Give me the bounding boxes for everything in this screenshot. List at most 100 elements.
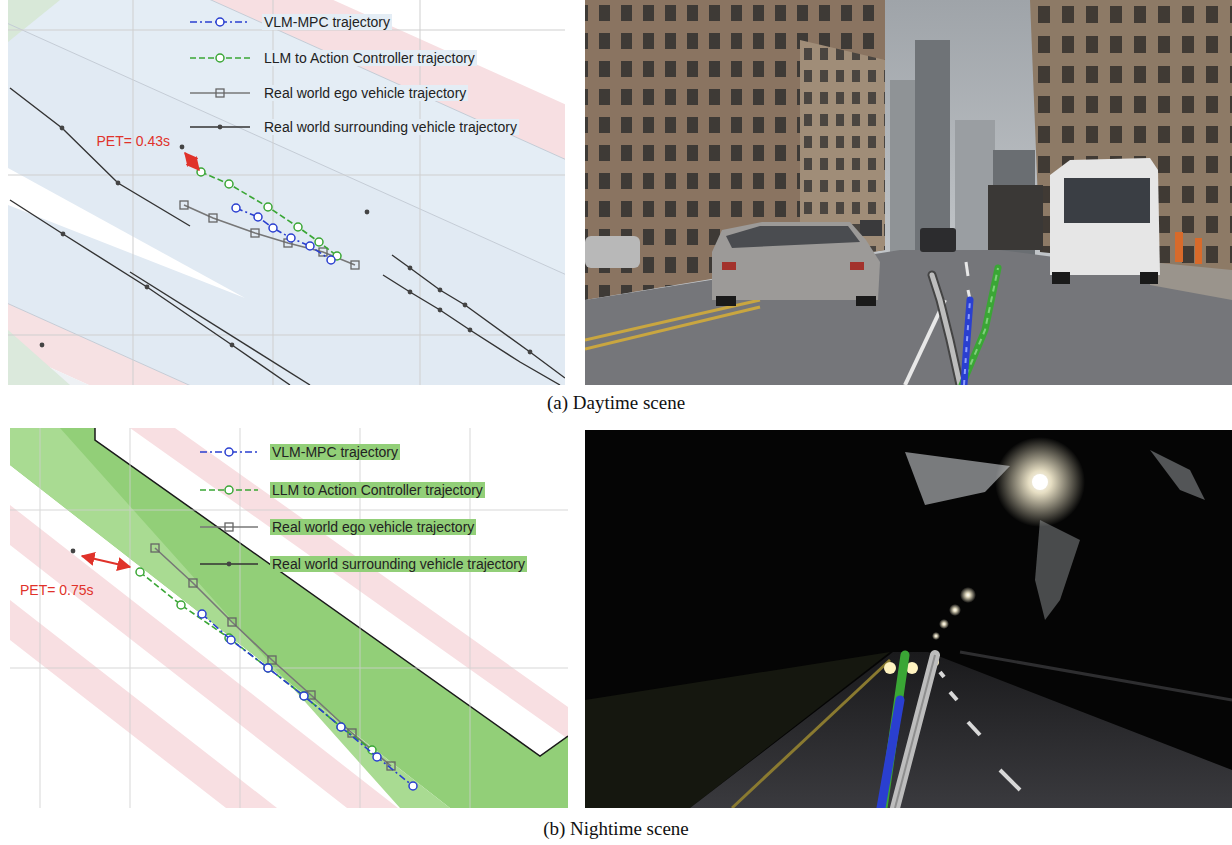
legend-text: VLM-MPC trajectory xyxy=(262,14,392,30)
legend-text: VLM-MPC trajectory xyxy=(270,444,400,460)
trajectory-line xyxy=(10,200,290,385)
trajectory-point xyxy=(40,343,45,348)
trajectory-point xyxy=(294,223,302,231)
camera-daytime xyxy=(932,275,960,385)
camera-daytime xyxy=(585,307,760,349)
trajectory-point xyxy=(315,238,323,246)
legend-text: Real world ego vehicle trajectory xyxy=(270,519,476,535)
trajectory-point xyxy=(409,782,417,790)
camera-daytime xyxy=(932,275,960,385)
trajectory-line xyxy=(140,572,372,750)
trajectory-point xyxy=(136,568,144,576)
camera-daytime xyxy=(860,220,882,236)
trajectory-point xyxy=(528,350,533,355)
camera-nighttime xyxy=(960,652,1232,700)
trajectory xyxy=(10,88,190,226)
legend-text: Real world ego vehicle trajectory xyxy=(262,85,468,101)
grid-line xyxy=(10,428,568,808)
trajectory-point xyxy=(198,610,206,618)
lane-dash xyxy=(940,672,944,677)
trajectory-point xyxy=(337,723,345,731)
trajectory-line xyxy=(10,88,190,226)
trajectory-point xyxy=(264,664,272,672)
legend-sample xyxy=(190,18,250,26)
trajectory-group xyxy=(71,544,417,790)
grid-line xyxy=(40,428,41,808)
pet-label: PET= 0.43s xyxy=(94,133,172,149)
white-van xyxy=(1050,158,1160,284)
map-nighttime xyxy=(10,428,568,808)
camera-daytime xyxy=(585,0,885,300)
silver-car xyxy=(856,296,876,306)
trajectory xyxy=(198,610,417,790)
trajectory xyxy=(151,544,395,770)
camera-nighttime xyxy=(690,652,1232,808)
map-daytime xyxy=(8,300,565,385)
trajectory-group xyxy=(10,88,565,385)
trajectory-point xyxy=(269,224,277,232)
legend-sample xyxy=(200,486,258,494)
trajectory-point xyxy=(365,210,370,215)
panel-caption: (b) Nightime scene xyxy=(543,818,689,840)
silver-car xyxy=(850,262,864,270)
trajectory xyxy=(392,255,565,378)
camera-daytime xyxy=(915,40,950,260)
camera-nighttime xyxy=(884,662,896,674)
legend-line xyxy=(190,92,250,94)
white-van xyxy=(1064,178,1150,223)
legend-sample xyxy=(200,448,258,456)
camera-daytime xyxy=(964,300,970,385)
trajectory-point xyxy=(232,204,240,212)
trajectory-point xyxy=(337,723,345,731)
trajectory-line xyxy=(202,614,413,786)
trajectory xyxy=(130,272,310,385)
legend-text: Real world surrounding vehicle trajector… xyxy=(270,556,527,572)
lane-dash xyxy=(950,692,957,700)
trajectory xyxy=(10,200,290,385)
camera-daytime xyxy=(1175,232,1183,262)
trajectory xyxy=(197,168,341,260)
trajectory xyxy=(136,568,376,754)
pet-label: PET= 0.75s xyxy=(18,582,96,598)
trajectory-point xyxy=(216,89,224,97)
grid-line xyxy=(8,0,565,385)
legend-text: LLM to Action Controller trajectory xyxy=(270,482,485,498)
grid-line xyxy=(10,510,568,511)
trajectory-point xyxy=(463,303,468,308)
trajectory-point xyxy=(351,261,359,269)
trajectory xyxy=(232,204,335,264)
silver-car xyxy=(716,296,736,306)
trajectory-point xyxy=(216,54,224,62)
trajectory-point xyxy=(300,692,308,700)
camera-daytime xyxy=(1150,262,1232,300)
trajectory-point xyxy=(228,618,236,626)
grid-line xyxy=(130,428,131,808)
silver-car xyxy=(722,262,736,270)
map-daytime xyxy=(8,0,565,385)
camera-nighttime xyxy=(585,430,1232,808)
pet-arrow xyxy=(82,556,130,567)
trajectory-point xyxy=(287,234,295,242)
grid-line xyxy=(10,668,568,669)
trajectory-point xyxy=(264,664,272,672)
camera-nighttime xyxy=(1035,520,1080,620)
trajectory xyxy=(383,275,560,385)
camera-nighttime xyxy=(960,587,976,603)
camera-daytime xyxy=(920,228,956,252)
trajectory-point xyxy=(216,18,224,26)
trajectory-point xyxy=(468,328,473,333)
camera-nighttime xyxy=(932,632,940,640)
lane-dash xyxy=(968,722,980,735)
map-daytime xyxy=(8,330,70,385)
legend-text: LLM to Action Controller trajectory xyxy=(262,50,477,66)
trajectory-point xyxy=(327,256,335,264)
trajectory-point xyxy=(225,486,233,494)
map-nighttime xyxy=(10,428,568,808)
trajectory-point xyxy=(180,201,188,209)
camera-nighttime xyxy=(939,619,949,629)
camera-nighttime xyxy=(1150,450,1205,500)
pet-arrow xyxy=(185,153,199,170)
trajectory-point xyxy=(116,181,121,186)
map-daytime xyxy=(8,20,565,290)
